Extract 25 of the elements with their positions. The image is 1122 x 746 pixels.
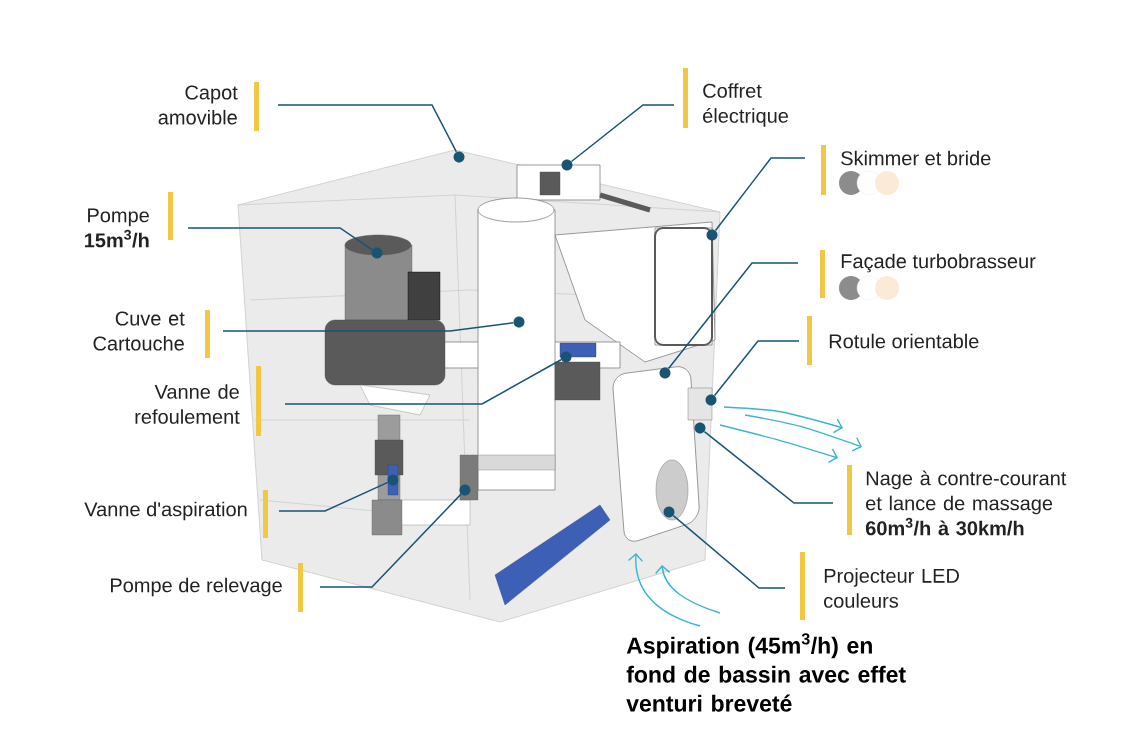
leader-line (714, 157, 806, 232)
callout-label: Façade turbobrasseur (841, 253, 1036, 273)
leader-line (703, 430, 834, 504)
leader-line (187, 227, 374, 251)
callout-label: Vanne de refoulement (135, 384, 240, 424)
callout-label: Cuve et Cartouche (93, 311, 185, 351)
callout-label: Capot amovible (158, 85, 238, 125)
callout-text: Aspiration (45m$^{3}$/h) en fond de bassin avec effet venturi breveté (626, 633, 906, 712)
leader-line (222, 322, 515, 332)
leader-line (713, 340, 800, 397)
callout-label: Vanne d'aspiration (84, 501, 247, 521)
leader-line (319, 493, 462, 588)
leader-line (667, 262, 799, 370)
callout-label: Pompe de relevage (111, 577, 282, 597)
callout-label: Nage à contre-courant et lance de massage (866, 470, 1067, 515)
flow-rate-text: 60m$^{3}$/h à 30km/h (865, 517, 1024, 536)
leader-line (570, 104, 675, 163)
callout-label: Projecteur LED couleurs (824, 568, 959, 608)
callout-label: Pompe (88, 208, 149, 227)
leader-line (278, 481, 389, 512)
leader-line (277, 104, 458, 153)
callout-label: Coffret électrique (703, 83, 788, 127)
callout-label: Skimmer et bride (841, 150, 991, 166)
flow-rate-text: 15m$^{3}$/h (84, 229, 149, 248)
callout-label: Rotule orientable (829, 333, 979, 349)
